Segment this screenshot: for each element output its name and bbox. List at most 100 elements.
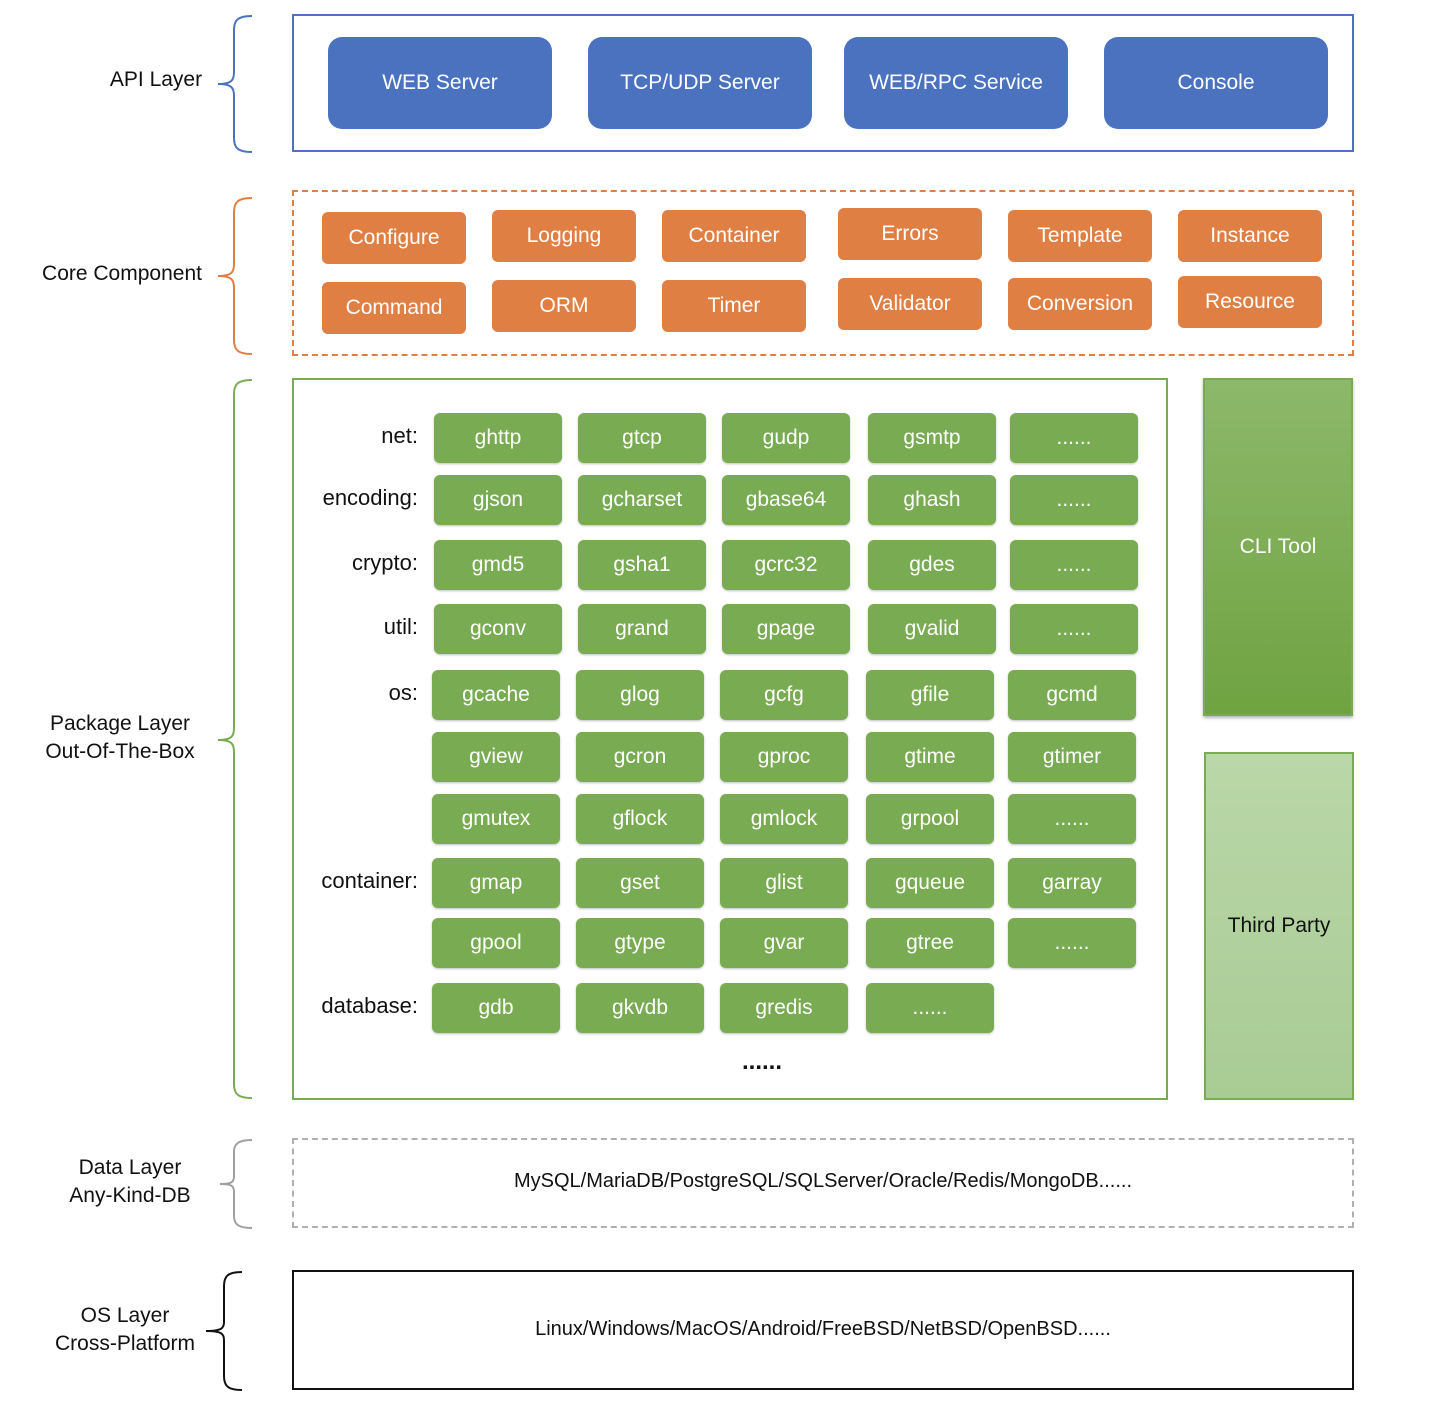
api-box-console: Console [1104,37,1328,129]
os-layer-platforms: Linux/Windows/MacOS/Android/FreeBSD/NetB… [535,1318,1111,1340]
cli-tool-panel: CLI Tool [1203,378,1353,716]
package-box-gdb: gdb [432,983,560,1033]
core-layer-brace [217,197,253,355]
package-layer-label: Package Layer Out-Of-The-Box [30,710,210,766]
data-layer-databases: MySQL/MariaDB/PostgreSQL/SQLServer/Oracl… [514,1170,1132,1192]
package-row-label-net: net: [381,423,418,448]
package-row-label-database: database: [321,993,418,1018]
third-party-label: Third Party [1227,914,1331,937]
package-box-gcache: gcache [432,670,560,720]
package-box-grand: grand [578,604,706,654]
package-box-gcron: gcron [576,732,704,782]
core-box-instance: Instance [1178,210,1322,262]
core-box-orm: ORM [492,280,636,332]
package-box-gmlock: gmlock [720,794,848,844]
data-layer-label-line2: Any-Kind-DB [69,1184,191,1207]
core-box-errors: Errors [838,208,982,260]
package-box-gset: gset [576,858,704,908]
os-layer-label-line2: Cross-Platform [54,1332,196,1355]
package-box-gjson: gjson [434,475,562,525]
package-box-gqueue: gqueue [866,858,994,908]
package-box-ghttp: ghttp [434,413,562,463]
package-box-more-3: ...... [1010,604,1138,654]
package-box-gcrc32: gcrc32 [722,540,850,590]
package-box-glog: glog [576,670,704,720]
core-box-template: Template [1008,210,1152,262]
package-box-more-2: ...... [1010,540,1138,590]
package-box-gsha1: gsha1 [578,540,706,590]
package-box-more-1: ...... [1010,475,1138,525]
package-box-gsmtp: gsmtp [868,413,996,463]
package-layer-frame [292,378,1168,1100]
package-box-more-8: ...... [1008,918,1136,968]
package-box-gview: gview [432,732,560,782]
package-box-gdes: gdes [868,540,996,590]
package-row-label-encoding: encoding: [322,485,418,510]
package-box-gudp: gudp [722,413,850,463]
api-layer-frame [292,14,1354,152]
core-box-logging: Logging [492,210,636,262]
package-box-gfile: gfile [866,670,994,720]
api-layer-brace [217,15,253,153]
core-box-container: Container [662,210,806,262]
package-box-gtree: gtree [866,918,994,968]
package-box-gconv: gconv [434,604,562,654]
os-layer-label-line1: OS Layer [80,1304,170,1327]
package-box-ghash: ghash [868,475,996,525]
package-row-label-container: container: [321,868,418,893]
core-box-validator: Validator [838,278,982,330]
os-layer-brace [205,1271,243,1391]
api-box-tcp-udp-server: TCP/UDP Server [588,37,812,129]
api-layer-label: API Layer [109,68,203,91]
package-box-gkvdb: gkvdb [576,983,704,1033]
package-box-gbase64: gbase64 [722,475,850,525]
data-layer-frame [292,1138,1354,1228]
api-box-web-rpc-service: WEB/RPC Service [844,37,1068,129]
api-box-web-server: WEB Server [328,37,552,129]
package-box-gflock: gflock [576,794,704,844]
os-layer-frame [292,1270,1354,1390]
package-box-gtimer: gtimer [1008,732,1136,782]
package-box-gpage: gpage [722,604,850,654]
package-box-gvalid: gvalid [868,604,996,654]
package-box-glist: glist [720,858,848,908]
cli-tool-label: CLI Tool [1239,535,1317,558]
core-layer-label: Core Component [42,262,202,285]
package-box-more-0: ...... [1010,413,1138,463]
package-box-gproc: gproc [720,732,848,782]
package-box-gredis: gredis [720,983,848,1033]
package-row-label-os: os: [388,680,418,705]
package-layer-label-line2: Out-Of-The-Box [45,740,195,763]
package-box-gmutex: gmutex [432,794,560,844]
os-layer-label: OS Layer Cross-Platform [40,1302,210,1358]
package-box-more-9: ...... [866,983,994,1033]
package-box-gcmd: gcmd [1008,670,1136,720]
package-box-gtime: gtime [866,732,994,782]
package-more-ellipsis: ...... [741,1048,782,1075]
package-row-label-crypto: crypto: [351,550,418,575]
package-layer-brace [217,379,253,1099]
core-box-resource: Resource [1178,276,1322,328]
data-layer-label-line1: Data Layer [78,1156,182,1179]
package-box-gcharset: gcharset [578,475,706,525]
package-box-more-6: ...... [1008,794,1136,844]
package-row-label-util: util: [383,614,418,639]
core-box-configure: Configure [322,212,466,264]
package-box-gpool: gpool [432,918,560,968]
core-box-command: Command [322,282,466,334]
package-box-gtype: gtype [576,918,704,968]
data-layer-label: Data Layer Any-Kind-DB [50,1154,210,1210]
package-box-gvar: gvar [720,918,848,968]
third-party-panel: Third Party [1204,752,1354,1100]
core-layer-frame [292,190,1354,356]
core-box-timer: Timer [662,280,806,332]
package-box-grpool: grpool [866,794,994,844]
package-box-gcfg: gcfg [720,670,848,720]
package-layer-label-line1: Package Layer [49,712,191,735]
package-box-gmd5: gmd5 [434,540,562,590]
package-box-gmap: gmap [432,858,560,908]
data-layer-brace [219,1139,253,1229]
package-box-gtcp: gtcp [578,413,706,463]
core-box-conversion: Conversion [1008,278,1152,330]
package-box-garray: garray [1008,858,1136,908]
